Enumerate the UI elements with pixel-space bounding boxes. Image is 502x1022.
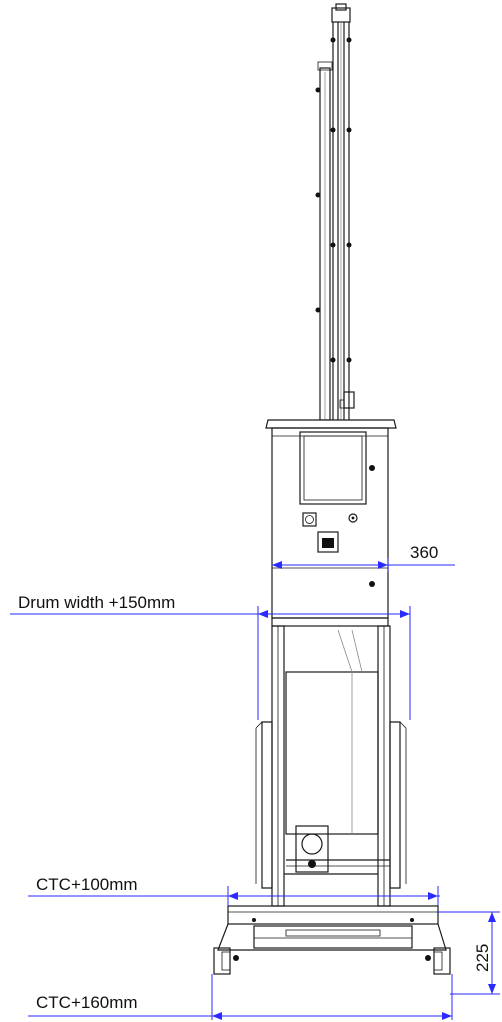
dimension-ctc-160: CTC+160mm — [28, 974, 453, 1020]
dimension-ctc-100-label: CTC+100mm — [36, 875, 138, 894]
base-chassis — [213, 905, 451, 975]
dimension-225: 225 — [438, 911, 500, 995]
dimension-360: 360 — [272, 543, 455, 572]
dimension-ctc-160-label: CTC+160mm — [36, 993, 138, 1012]
mast — [315, 3, 355, 421]
dimension-225-label: 225 — [473, 944, 492, 972]
dimension-drum-width: Drum width +150mm — [10, 593, 411, 720]
dimension-360-label: 360 — [410, 543, 438, 562]
drum-cradle — [255, 617, 407, 907]
dimension-ctc-100: CTC+100mm — [28, 875, 440, 906]
control-box — [265, 419, 397, 619]
dimension-drum-width-label: Drum width +150mm — [18, 593, 175, 612]
